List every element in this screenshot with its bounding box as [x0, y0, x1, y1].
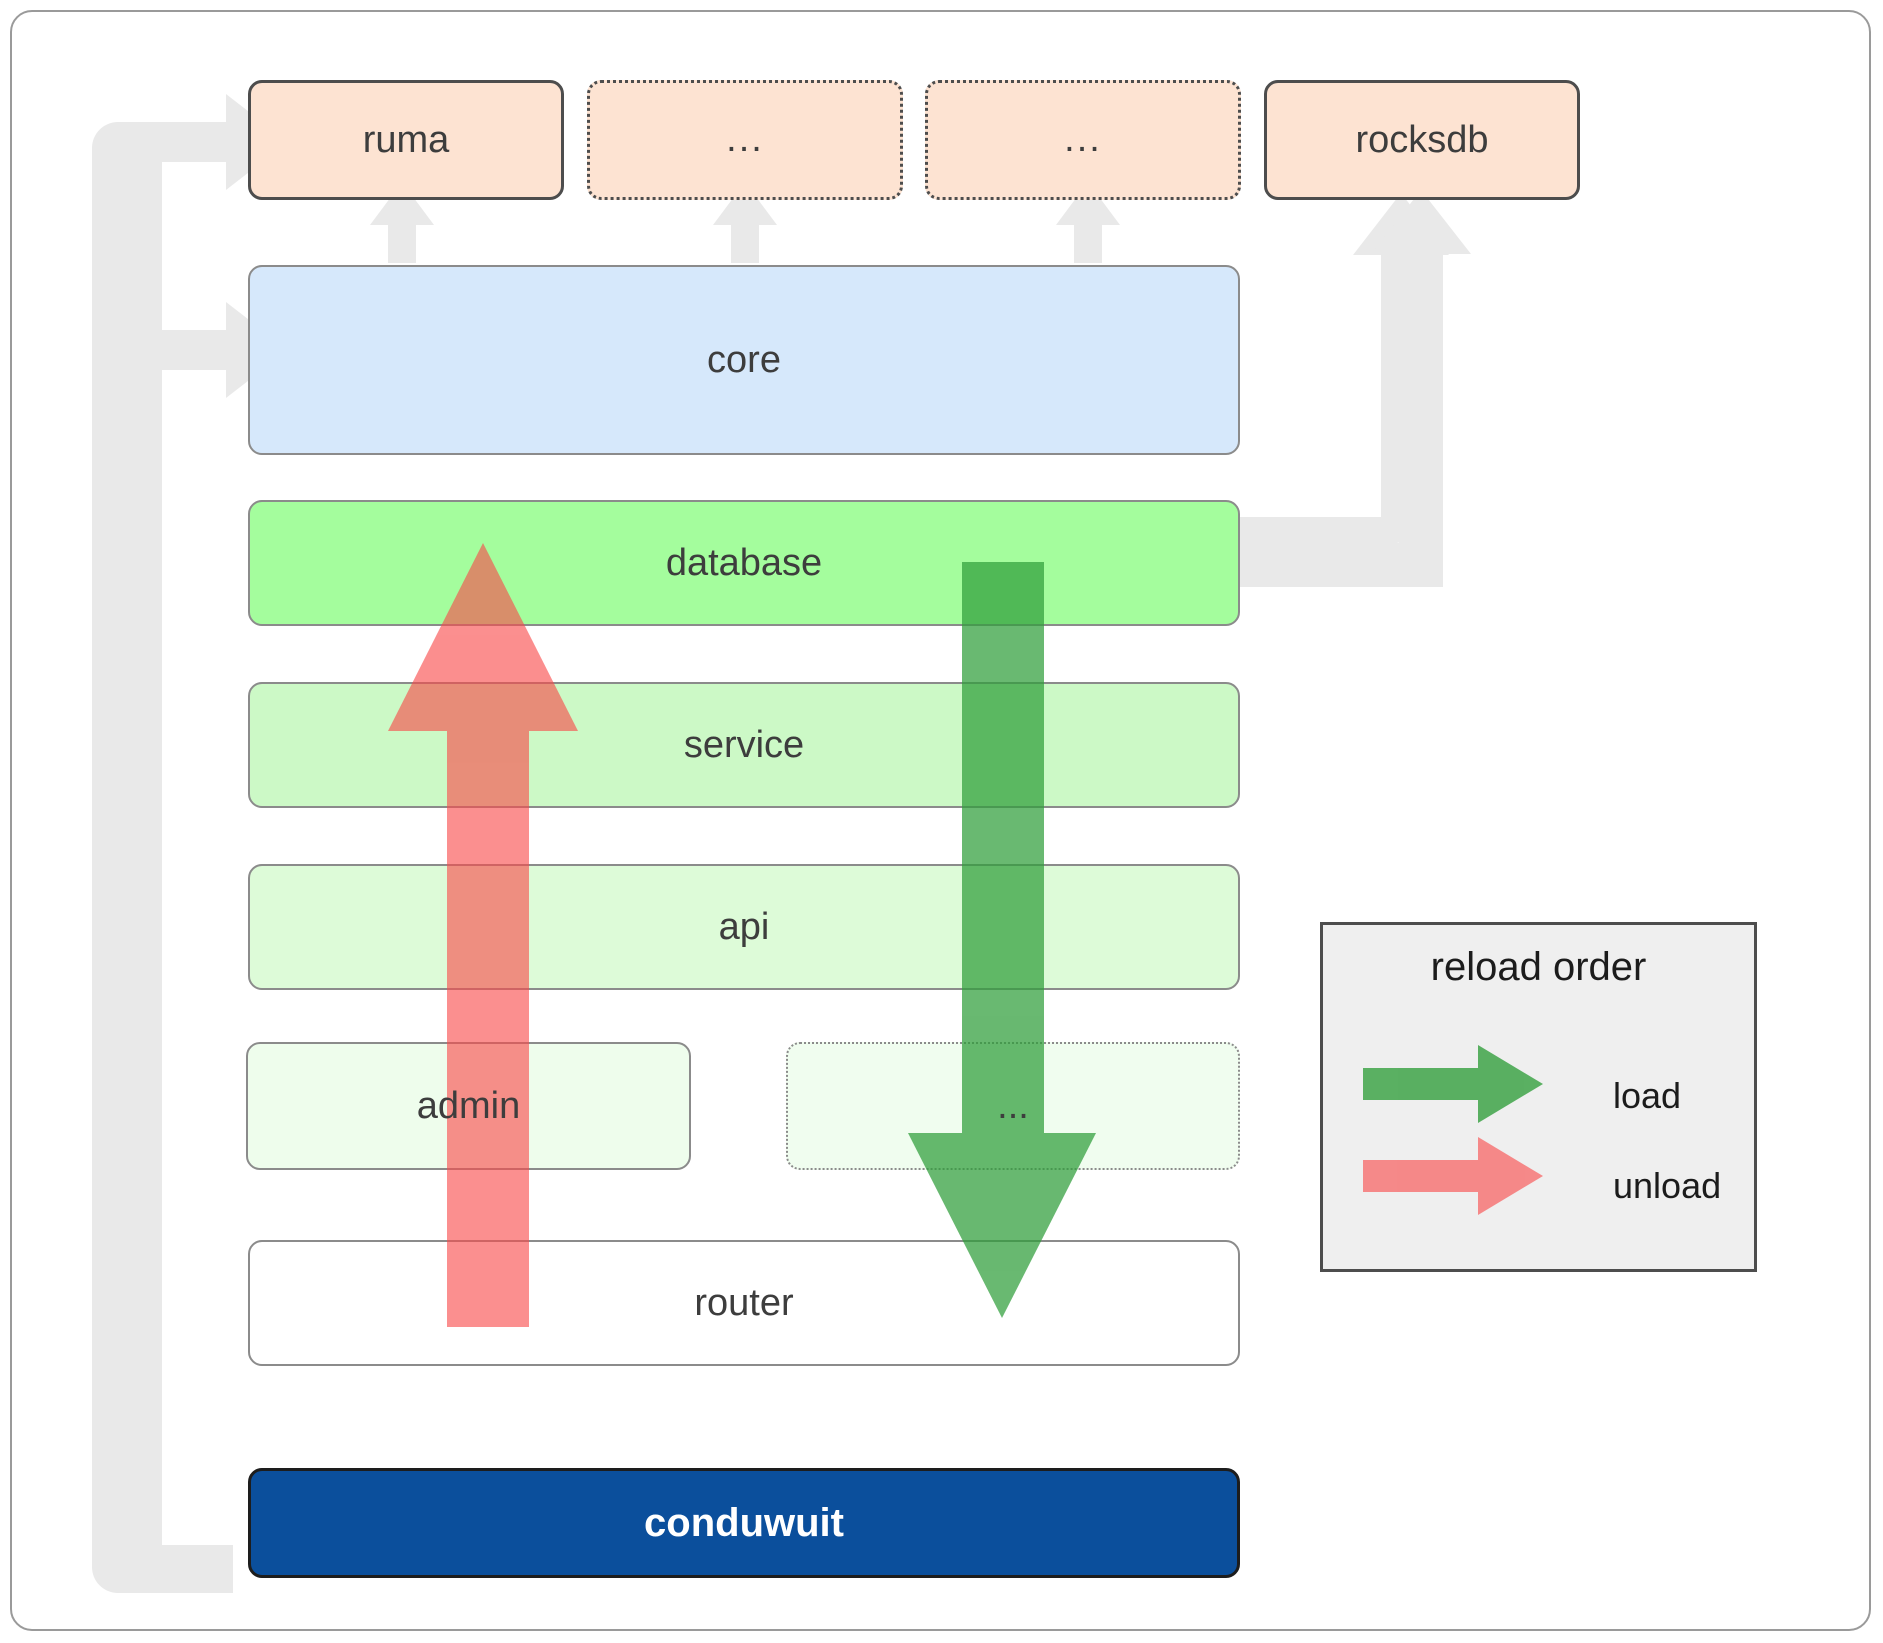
diagram-frame [10, 10, 1871, 1631]
crate-rocksdb-label: rocksdb [1355, 118, 1489, 161]
legend-load-label: load [1613, 1075, 1682, 1116]
crate-ellipsis-2[interactable]: ... [925, 80, 1241, 200]
layer-admin[interactable]: admin [246, 1042, 691, 1170]
layer-ellipsis[interactable]: ... [786, 1042, 1240, 1170]
layer-router-label: router [694, 1281, 794, 1324]
layer-core[interactable]: core [248, 265, 1240, 455]
legend-unload-label: unload [1613, 1165, 1722, 1206]
legend-reload-order: reload order load unload [1320, 922, 1757, 1272]
crate-ellipsis-1-label: ... [726, 118, 764, 161]
application-conduwuit[interactable]: conduwuit [248, 1468, 1240, 1578]
application-conduwuit-label: conduwuit [644, 1500, 844, 1545]
legend-title: reload order [1430, 945, 1647, 989]
layer-database[interactable]: database [248, 500, 1240, 626]
crate-ruma-label: ruma [362, 118, 450, 161]
layer-router[interactable]: router [248, 1240, 1240, 1366]
legend-load-arrow-icon [1363, 1045, 1543, 1123]
layer-api-label: api [718, 905, 770, 948]
layer-core-label: core [707, 338, 781, 381]
crate-ellipsis-1[interactable]: ... [587, 80, 903, 200]
crate-ellipsis-2-label: ... [1064, 118, 1102, 161]
layer-admin-label: admin [416, 1084, 521, 1127]
layer-database-label: database [665, 541, 823, 584]
layer-service-label: service [683, 723, 805, 766]
legend-arrow-glyphs [1363, 1045, 1543, 1215]
layer-service[interactable]: service [248, 682, 1240, 808]
crate-ruma[interactable]: ruma [248, 80, 564, 200]
crate-rocksdb[interactable]: rocksdb [1264, 80, 1580, 200]
legend-unload-arrow-icon [1363, 1137, 1543, 1215]
layer-ellipsis-label: ... [997, 1084, 1029, 1127]
layer-api[interactable]: api [248, 864, 1240, 990]
